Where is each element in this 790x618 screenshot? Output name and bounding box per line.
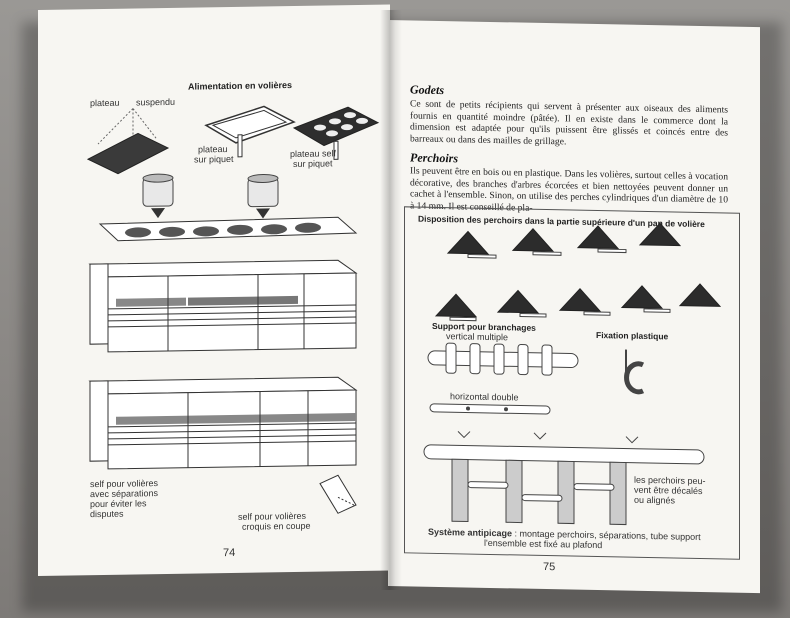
perchoirs-note-3: ou alignés	[634, 494, 676, 506]
label-self-volieres-3: pour éviter les	[90, 498, 147, 510]
left-page-number: 74	[223, 546, 236, 560]
label-croquis-2: croquis en coupe	[242, 520, 311, 532]
right-page: Godets Ce sont de petits récipients qui …	[388, 20, 760, 594]
fixation-label: Fixation plastique	[596, 329, 669, 342]
book-gutter	[380, 10, 402, 590]
right-page-number: 75	[543, 560, 556, 574]
perch-illustrations	[423, 222, 722, 526]
feeder-illustrations	[86, 105, 380, 514]
label-plateau-piquet-2: sur piquet	[194, 153, 234, 165]
label-plateau-self-2: sur piquet	[293, 158, 333, 169]
left-page: Alimentation en volières plateau suspend…	[38, 4, 390, 577]
label-plateau-piquet-1: plateau	[198, 144, 228, 155]
antipicage-label: Système antipicage	[428, 526, 513, 539]
label-self-volieres-4: disputes	[90, 508, 124, 520]
horizontal-double-label: horizontal double	[450, 391, 519, 403]
vertical-multiple-label: vertical multiple	[446, 331, 509, 343]
label-self-volieres-2: avec séparations	[90, 488, 159, 500]
